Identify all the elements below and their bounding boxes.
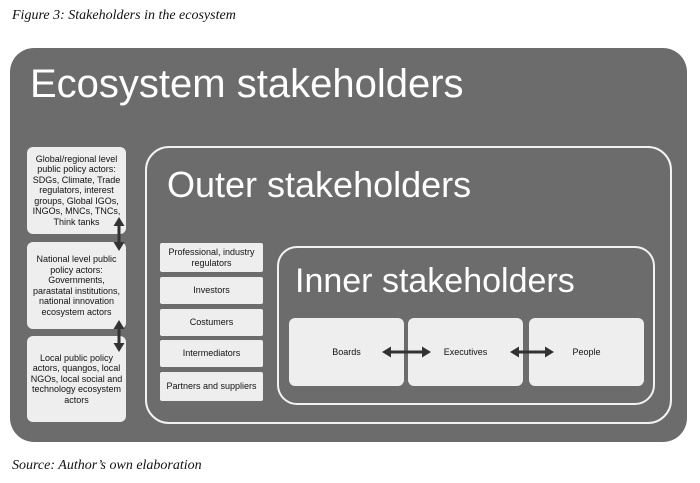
inner-stakeholders-title: Inner stakeholders [295, 262, 575, 300]
inner-box-boards: Boards [289, 318, 404, 386]
inner-stakeholders-frame [277, 246, 655, 405]
inner-box-label: People [572, 347, 601, 357]
policy-box-global: Global/regional level public policy acto… [27, 147, 126, 234]
inner-box-people: People [529, 318, 644, 386]
outer-item-investors: Investors [160, 277, 263, 304]
inner-box-label: Boards [332, 347, 361, 357]
outer-item-label: Professional, industry regulators [168, 247, 255, 268]
policy-box-local: Local public policy actors, quangos, loc… [27, 336, 126, 422]
outer-item-partners: Partners and suppliers [160, 372, 263, 401]
policy-box-national-label: National level public policy actors: Gov… [32, 254, 121, 317]
policy-box-local-label: Local public policy actors, quangos, loc… [30, 352, 123, 405]
outer-item-costumers: Costumers [160, 309, 263, 336]
policy-box-national: National level public policy actors: Gov… [27, 242, 126, 329]
policy-box-global-label: Global/regional level public policy acto… [32, 153, 121, 227]
outer-item-label: Investors [193, 285, 230, 296]
outer-item-label: Intermediators [182, 348, 241, 359]
outer-item-label: Costumers [189, 317, 234, 328]
source-caption: Source: Author’s own elaboration [12, 458, 202, 473]
ecosystem-title: Ecosystem stakeholders [30, 62, 464, 106]
inner-box-label: Executives [443, 347, 488, 357]
inner-box-executives: Executives [408, 318, 523, 386]
outer-stakeholders-frame [145, 146, 672, 424]
outer-item-label: Partners and suppliers [166, 381, 257, 392]
outer-item-intermediators: Intermediators [160, 340, 263, 367]
outer-stakeholders-title: Outer stakeholders [167, 164, 472, 205]
figure-caption: Figure 3: Stakeholders in the ecosystem [12, 8, 236, 23]
outer-item-regulators: Professional, industry regulators [160, 243, 263, 272]
